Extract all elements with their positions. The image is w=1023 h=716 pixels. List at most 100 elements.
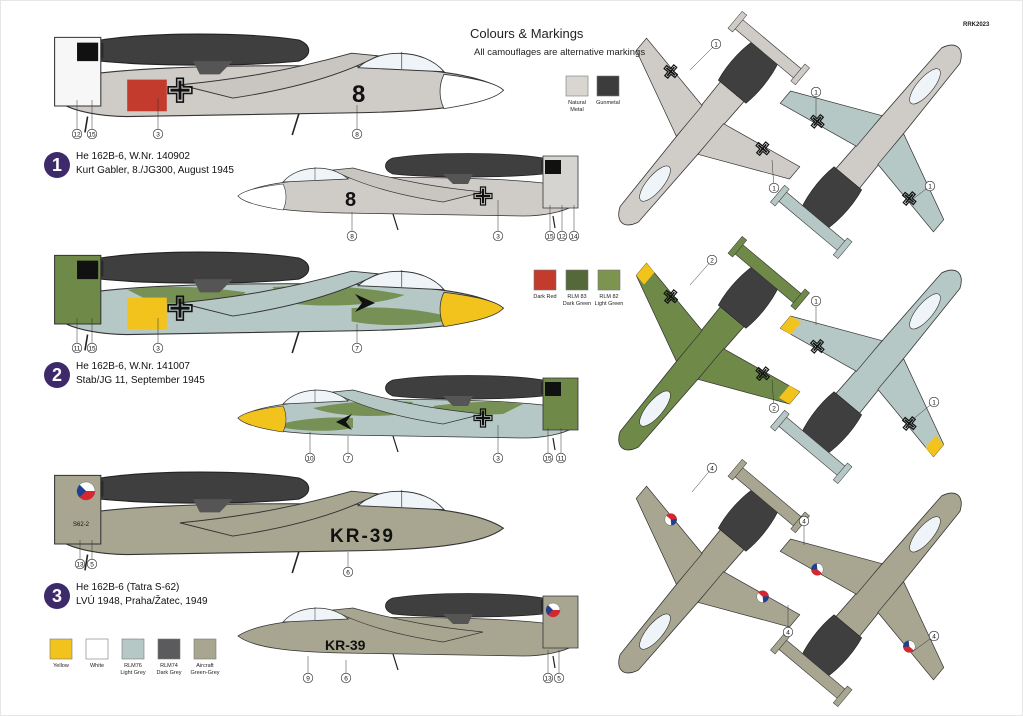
marking-3-line1: He 162B-6 (Tatra S-62) (76, 582, 180, 593)
swatch-top-1 (596, 75, 620, 97)
landing-gear (392, 435, 399, 453)
side-profile-2a (54, 251, 505, 354)
landing-gear (291, 551, 300, 574)
swatch-bottom-0 (49, 638, 73, 660)
callout-number: 1 (714, 41, 718, 48)
callout-number: 4 (710, 465, 714, 472)
wingtip (636, 263, 655, 285)
plan-wing (697, 348, 801, 405)
plan-canopy (639, 390, 671, 427)
callout-number: 2 (710, 257, 714, 264)
callout-number: 1 (814, 89, 818, 96)
callout-number: 4 (932, 633, 936, 640)
callout-circle (706, 462, 718, 474)
callout-leader (904, 185, 931, 206)
plan-fin (727, 10, 748, 33)
callout-number: 1 (928, 183, 932, 190)
balkenkreuz-marking (809, 338, 825, 354)
callout-number: 13 (544, 675, 552, 682)
callout-number: 3 (156, 345, 160, 352)
fuselage-code-kr39: KR-39 (325, 637, 366, 653)
callout-number: 8 (355, 131, 359, 138)
callout-circle (568, 230, 580, 242)
fin-marking (77, 42, 99, 62)
callout-circle (544, 230, 556, 242)
plan-fin (727, 235, 748, 258)
callout-circle (74, 558, 86, 570)
fuselage-code-8: 8 (352, 81, 365, 108)
landing-gear (84, 116, 89, 133)
callout-circle (492, 230, 504, 242)
callout-number: 6 (346, 569, 350, 576)
fuselage-code-8: 8 (345, 189, 356, 211)
fin-code: S62-2 (73, 522, 90, 528)
callout-circle (542, 672, 554, 684)
plan-fin (832, 685, 853, 708)
balkenkreuz-marking (755, 141, 771, 157)
callout-circle (86, 558, 98, 570)
wing (331, 167, 484, 203)
callout-circle (768, 402, 780, 414)
wingtip (778, 385, 800, 404)
plan-fin (832, 237, 853, 260)
swatch-label-line1: Natural (568, 100, 586, 106)
swatch-label-line2: Dark Green (562, 301, 592, 307)
landing-gear (84, 554, 89, 571)
plan-fin (790, 63, 810, 86)
plan-fin (790, 288, 810, 311)
plan-view-3-upper (618, 458, 810, 674)
fin-marking (545, 382, 561, 396)
nose-band (237, 405, 287, 433)
swatch-label-line1: White (89, 663, 105, 669)
balkenkreuz-marking (473, 186, 493, 206)
callout-number: 11 (558, 455, 565, 462)
callout-circle (768, 182, 780, 194)
engine-pylon (193, 499, 233, 513)
callout-circle (304, 452, 316, 464)
landing-gear (291, 113, 300, 136)
callout-number: 11 (74, 345, 81, 352)
callout-number: 10 (306, 455, 314, 462)
plan-fin (770, 184, 790, 207)
balkenkreuz-marking (167, 295, 193, 321)
fuselage-shape (237, 617, 574, 657)
callout-circle (71, 342, 83, 354)
swatch-bottom-3 (157, 638, 181, 660)
czech-roundel-marking (903, 640, 916, 653)
swatch-bottom-4 (193, 638, 217, 660)
callout-circle (86, 128, 98, 140)
swatch-bottom-1 (85, 638, 109, 660)
marking-1-line1: He 162B-6, W.Nr. 140902 (76, 151, 190, 162)
plan-wing (877, 358, 945, 458)
sheet-code: RRK2023 (963, 22, 990, 28)
callout-leader (689, 259, 713, 286)
fin-marking (545, 160, 561, 174)
callout-circle (71, 128, 83, 140)
callout-number: 15 (88, 345, 96, 352)
callout-circle (340, 672, 352, 684)
side-profile-1b (237, 153, 579, 231)
plan-wing (779, 538, 883, 595)
plan-canopy (909, 293, 941, 330)
czech-roundel-marking (756, 590, 769, 603)
swatch-label-line2: Light Green (594, 301, 624, 307)
wing (331, 389, 484, 425)
landing-gear (552, 215, 556, 229)
plan-wing (635, 262, 703, 362)
callout-number: 1 (772, 185, 776, 192)
callout-circle (86, 342, 98, 354)
swatch-label: Dark Red (524, 294, 566, 301)
callout-number: 1 (932, 399, 936, 406)
wing (179, 270, 380, 317)
callout-number: 2 (772, 405, 776, 412)
landing-gear (392, 653, 399, 671)
plan-fin (770, 409, 790, 432)
callout-circle (798, 515, 810, 527)
callout-circle (928, 630, 940, 642)
